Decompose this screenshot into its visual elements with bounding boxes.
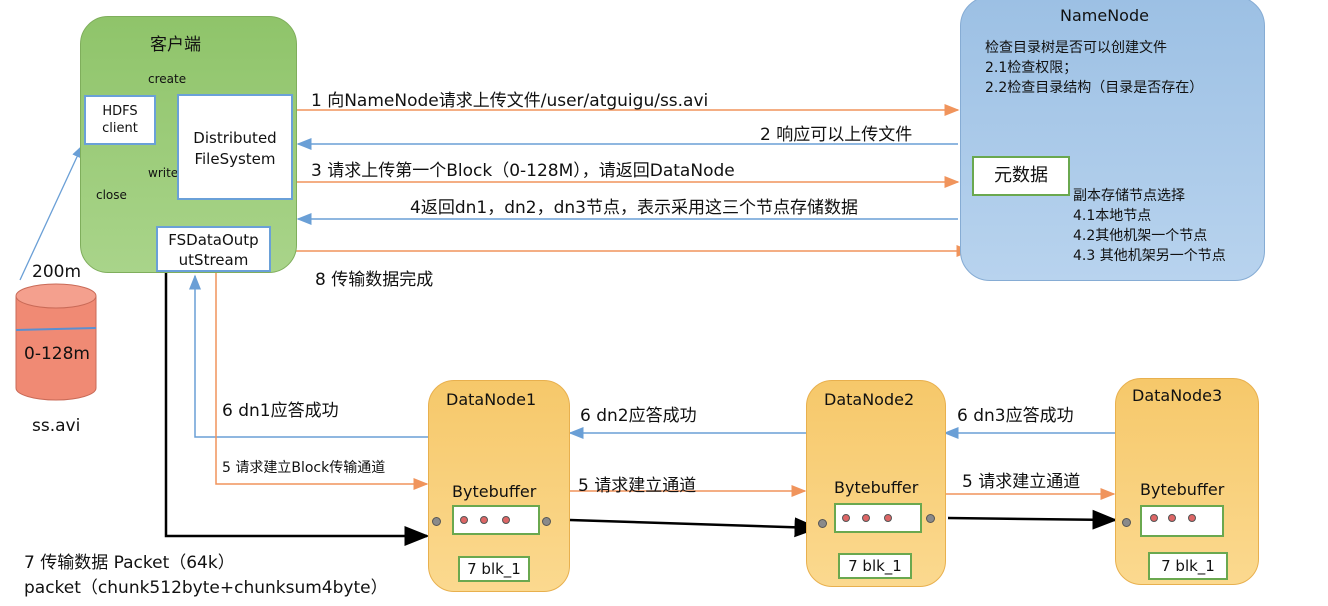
datanode1-blk: 7 blk_1 — [458, 556, 530, 582]
packet-dot — [884, 514, 892, 522]
ack-dn1-label: 6 dn1应答成功 — [222, 401, 339, 421]
datanode2-title: DataNode2 — [824, 390, 915, 409]
packet-dot — [480, 516, 488, 524]
datanode2-blk: 7 blk_1 — [838, 553, 912, 579]
file-size-label: 200m — [32, 262, 82, 282]
datanode3-blk: 7 blk_1 — [1148, 552, 1228, 580]
request-block-label: 5 请求建立Block传输通道 — [222, 460, 386, 476]
arrow-data-dn2 — [569, 517, 820, 538]
ack-dn2-label: 6 dn2应答成功 — [580, 406, 697, 426]
ack-dn3-label: 6 dn3应答成功 — [957, 406, 1074, 426]
arrow-data-dn3 — [947, 509, 1118, 530]
packet-dot — [460, 516, 468, 524]
namenode-check-text: 检查目录树是否可以创建文件 2.1检查权限； 2.2检查目录结构（目录是否存在） — [985, 40, 1204, 96]
packet-dot — [1168, 514, 1176, 522]
arrow-data-packet — [164, 272, 430, 546]
step2-label: 2 响应可以上传文件 — [760, 125, 913, 145]
packet-label-2: packet（chunk512byte+chunksum4byte） — [24, 578, 388, 598]
channel-dn3-label: 5 请求建立通道 — [962, 472, 1081, 492]
packet-dot — [502, 516, 510, 524]
channel-dn2-label: 5 请求建立通道 — [578, 476, 697, 496]
metadata-box: 元数据 — [972, 156, 1070, 196]
file-block-label: 0-128m — [24, 344, 90, 364]
port-dot — [1122, 518, 1131, 527]
datanode3-bytebuffer-label: Bytebuffer — [1140, 480, 1225, 499]
create-label: create — [148, 72, 187, 86]
arrow-request-block — [215, 272, 429, 490]
packet-dot — [1188, 514, 1196, 522]
port-dot — [818, 519, 827, 528]
step3-label: 3 请求上传第一个Block（0-128M），请返回DataNode — [311, 161, 735, 181]
packet-dot — [1150, 514, 1158, 522]
file-name-label: ss.avi — [32, 416, 81, 436]
port-dot — [926, 514, 935, 523]
step1-label: 1 向NameNode请求上传文件/user/atguigu/ss.avi — [311, 91, 709, 111]
namenode-container — [960, 0, 1265, 281]
close-label: close — [96, 188, 127, 202]
fsdataoutputstream-box: FSDataOutputStream — [156, 226, 271, 272]
port-dot — [542, 517, 551, 526]
packet-dot — [862, 514, 870, 522]
step4-label: 4返回dn1，dn2，dn3节点，表示采用这三个节点存储数据 — [410, 198, 858, 218]
replica-selection-text: 副本存储节点选择 4.1本地节点 4.2其他机架一个节点 4.3 其他机架另一个… — [1073, 188, 1226, 264]
write-label: write — [148, 166, 179, 180]
datanode3-container — [1115, 378, 1259, 585]
datanode2-bytebuffer-label: Bytebuffer — [834, 478, 919, 497]
arrow-ack-dn1 — [189, 274, 430, 438]
distributed-filesystem-box: Distributed FileSystem — [177, 94, 293, 200]
namenode-title: NameNode — [1060, 6, 1149, 25]
packet-dot — [842, 514, 850, 522]
hdfs-client-box: HDFS client — [84, 95, 156, 145]
datanode2-container — [806, 380, 946, 587]
port-dot — [432, 517, 441, 526]
datanode3-title: DataNode3 — [1132, 386, 1223, 405]
packet-label-1: 7 传输数据 Packet（64k） — [24, 553, 235, 573]
datanode1-bytebuffer-label: Bytebuffer — [452, 482, 537, 501]
step8-label: 8 传输数据完成 — [315, 270, 434, 290]
client-title: 客户端 — [150, 35, 201, 55]
datanode1-title: DataNode1 — [446, 390, 537, 409]
